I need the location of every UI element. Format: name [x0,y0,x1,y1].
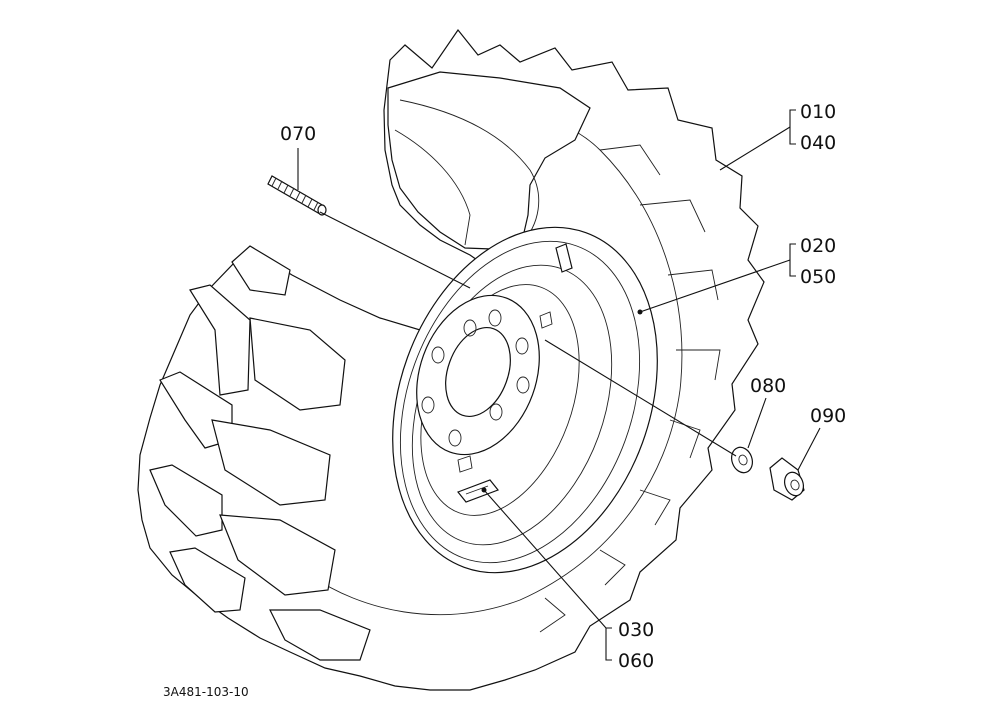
tire-cut-section [387,71,591,251]
rim-ring-2 [399,240,641,564]
tire-cut-inner-line [399,99,540,246]
valve-stem [555,243,573,273]
tire-lugs-right [539,144,721,633]
callout-090: 090 [810,405,846,427]
rim-label-plate [457,479,499,503]
callout-020: 020 [800,235,836,257]
washer [731,446,753,474]
hub-center-bore [445,326,511,418]
stud-bolt [267,175,327,216]
hub-bolt-holes [421,309,530,447]
rim-tab-1 [539,311,553,329]
hex-nut [769,457,805,501]
tire-cut-inner-line-2 [394,129,471,246]
tire-lugs-left [149,245,371,661]
drawing-code: 3A481-103-10 [163,685,249,699]
callout-060: 060 [618,650,654,672]
callout-080: 080 [750,375,786,397]
callout-040: 040 [800,132,836,154]
callout-010: 010 [800,101,836,123]
leader-lines [297,109,821,661]
callout-050: 050 [800,266,836,288]
wheel-rim [392,226,658,574]
callout-070: 070 [280,123,316,145]
callout-030: 030 [618,619,654,641]
rim-tab-2 [457,455,473,473]
